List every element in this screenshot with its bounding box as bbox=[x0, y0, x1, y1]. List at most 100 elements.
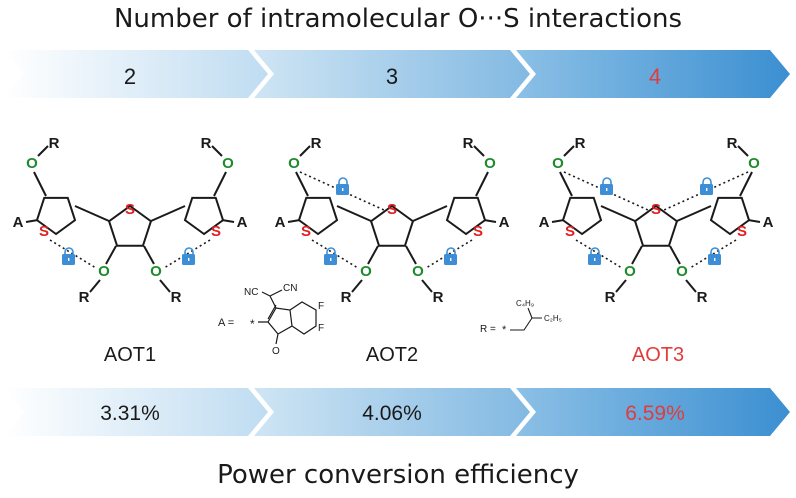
top-title: Number of intramolecular O···S interacti… bbox=[113, 4, 683, 34]
lock-shackle bbox=[602, 177, 612, 185]
lock-shackle bbox=[710, 247, 720, 255]
lock-icon bbox=[588, 247, 601, 265]
bond bbox=[299, 145, 311, 157]
bond bbox=[563, 145, 575, 157]
r-group: R bbox=[341, 289, 352, 306]
acceptor-skeleton bbox=[258, 289, 317, 345]
bond bbox=[559, 171, 573, 197]
bond bbox=[74, 205, 110, 222]
r-star: * bbox=[502, 324, 507, 336]
r-skeleton bbox=[510, 307, 542, 331]
sulfur-atom: S bbox=[473, 223, 483, 240]
molecule-name-aot1: AOT1 bbox=[104, 344, 156, 366]
r-group: R bbox=[605, 289, 616, 306]
right-thiophene-ring bbox=[709, 196, 751, 236]
bond bbox=[739, 171, 753, 197]
bond bbox=[37, 145, 49, 157]
central-thiophene-ring bbox=[107, 204, 153, 247]
lock-icon bbox=[62, 247, 75, 265]
left-thiophene-ring bbox=[561, 196, 603, 236]
sulfur-atom: S bbox=[125, 201, 135, 218]
oxygen-atom: O bbox=[288, 155, 300, 172]
acceptor-end: A bbox=[13, 214, 24, 231]
arrow-segment-1 bbox=[4, 50, 268, 98]
r-group: R bbox=[79, 289, 90, 306]
r-group: R bbox=[201, 135, 212, 152]
arrow-segment-2 bbox=[254, 50, 530, 98]
lock-keyhole bbox=[594, 258, 596, 261]
lock-shackle bbox=[590, 247, 600, 255]
bond bbox=[33, 171, 47, 197]
lock-shackle bbox=[338, 177, 348, 185]
molecule-name-aot3: AOT3 bbox=[632, 344, 684, 366]
acceptor-group-definition: A = * NC CN F F O bbox=[218, 283, 324, 357]
lock-shackle bbox=[326, 247, 336, 255]
bond bbox=[143, 245, 155, 265]
pce-value-3: 6.59% bbox=[625, 402, 685, 425]
lock-icon bbox=[182, 247, 195, 265]
bond bbox=[287, 219, 301, 223]
r-group: R bbox=[697, 289, 708, 306]
left-thiophene-ring bbox=[35, 196, 77, 236]
arrow-segment-3 bbox=[516, 50, 790, 98]
lock-icon bbox=[600, 177, 613, 195]
bond bbox=[412, 205, 448, 222]
lock-keyhole bbox=[188, 258, 190, 261]
central-thiophene-ring bbox=[633, 204, 679, 247]
bond bbox=[600, 205, 636, 222]
bond bbox=[747, 219, 761, 223]
bond bbox=[367, 245, 379, 265]
lock-icon bbox=[336, 177, 349, 195]
sulfur-atom: S bbox=[39, 223, 49, 240]
lock-keyhole bbox=[714, 258, 716, 261]
fluorine-bottom: F bbox=[318, 323, 324, 334]
interaction-count-3: 4 bbox=[649, 64, 661, 89]
lock-shackle bbox=[184, 247, 194, 255]
r-group: R bbox=[311, 135, 322, 152]
acceptor-end: A bbox=[539, 214, 550, 231]
sulfur-atom: S bbox=[651, 201, 661, 218]
bond bbox=[615, 279, 627, 293]
r-group: R bbox=[433, 289, 444, 306]
pce-value-1: 3.31% bbox=[100, 402, 160, 425]
lock-keyhole bbox=[606, 188, 608, 191]
oxygen-atom: O bbox=[412, 263, 424, 280]
bond bbox=[351, 279, 363, 293]
oxygen-atom: O bbox=[484, 155, 496, 172]
lock-keyhole bbox=[342, 188, 344, 191]
carbonyl-oxygen: O bbox=[272, 346, 280, 357]
pce-segment-1 bbox=[4, 388, 268, 436]
sulfur-atom: S bbox=[387, 201, 397, 218]
bond bbox=[159, 279, 171, 293]
lock-icon bbox=[708, 247, 721, 265]
bond bbox=[473, 145, 485, 157]
r-group-definition: R = * C₄H₉ C₂H₅ bbox=[480, 299, 562, 336]
bond bbox=[676, 205, 712, 222]
bond bbox=[421, 279, 433, 293]
central-thiophene-ring bbox=[369, 204, 415, 247]
bond bbox=[150, 205, 186, 222]
left-thiophene-ring bbox=[297, 196, 339, 236]
nitrile-left: NC bbox=[244, 287, 258, 298]
sulfur-atom: S bbox=[301, 223, 311, 240]
bond bbox=[483, 219, 497, 223]
interaction-arrow-band: 2 3 4 bbox=[4, 50, 790, 98]
interaction-count-1: 2 bbox=[124, 64, 136, 89]
bond bbox=[89, 279, 101, 293]
bond bbox=[405, 245, 417, 265]
pce-segment-3 bbox=[516, 388, 790, 436]
lock-shackle bbox=[702, 177, 712, 185]
r-ethyl: C₂H₅ bbox=[544, 314, 562, 323]
fluorine-top: F bbox=[318, 301, 324, 312]
sulfur-atom: S bbox=[565, 223, 575, 240]
r-butyl: C₄H₉ bbox=[516, 299, 534, 308]
lock-icon bbox=[324, 247, 337, 265]
acceptor-star: * bbox=[250, 317, 255, 331]
lock-keyhole bbox=[706, 188, 708, 191]
sulfur-atom: S bbox=[737, 223, 747, 240]
